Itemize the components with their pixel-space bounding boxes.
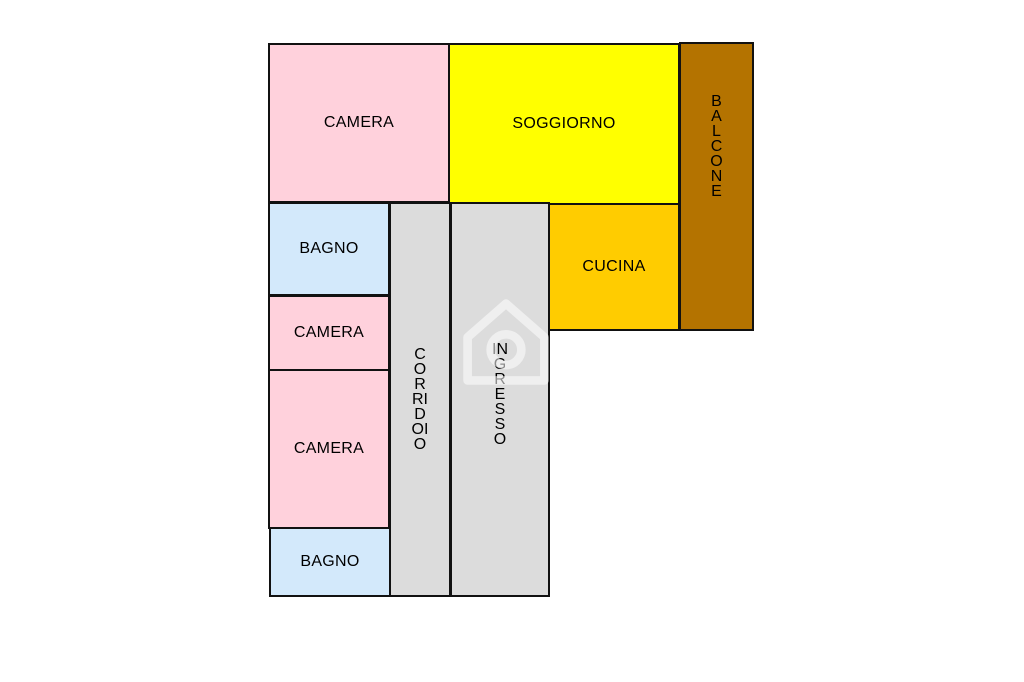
room-label: CAMERA	[293, 324, 365, 341]
room-label: SOGGIORNO	[512, 115, 616, 132]
room-ingresso: INGRESSO	[450, 202, 550, 597]
room-corridoio: CORRIDOIO	[389, 202, 451, 597]
room-soggiorno: SOGGIORNO	[448, 43, 680, 205]
room-camera-1: CAMERA	[268, 43, 450, 203]
room-label: CAMERA	[293, 440, 365, 457]
room-label-vertical: INGRESSO	[492, 341, 508, 448]
room-label-vertical: CORRIDOIO	[411, 346, 429, 453]
room-bagno-1: BAGNO	[268, 202, 390, 296]
room-label: CAMERA	[323, 114, 395, 131]
room-balcone: BALCONE	[679, 42, 754, 331]
room-label-vertical: BALCONE	[710, 93, 723, 200]
room-label: CUCINA	[582, 258, 646, 275]
room-cucina: CUCINA	[548, 203, 680, 331]
room-bagno-2: BAGNO	[269, 527, 391, 597]
room-label: BAGNO	[299, 240, 359, 257]
room-camera-3: CAMERA	[268, 369, 390, 529]
room-camera-2: CAMERA	[268, 295, 390, 371]
room-label: BAGNO	[300, 553, 360, 570]
